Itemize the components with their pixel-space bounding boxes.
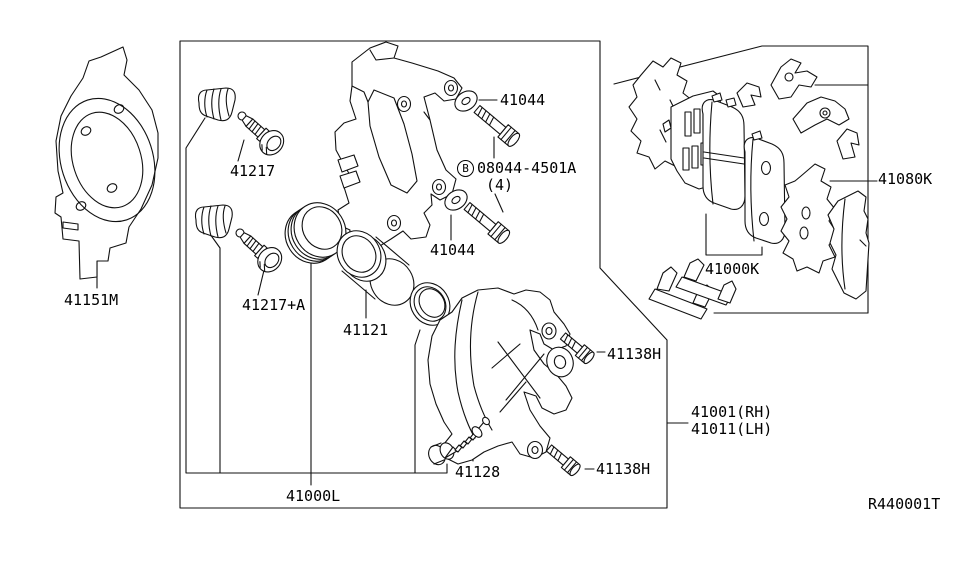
pad-retainer-clips-drawing (649, 259, 736, 319)
splash-shield-drawing (44, 47, 170, 279)
label-guide-pin-lower[interactable]: 41217+A (242, 296, 306, 314)
label-pin-bolt-upper[interactable]: 41138H (607, 345, 662, 363)
leader-seal-kit (186, 118, 447, 485)
pad-kit-box (614, 46, 877, 313)
label-pad-kit[interactable]: 41000K (705, 260, 760, 278)
mount-bolt-number: 08044-4501A (477, 159, 577, 178)
guide-pin-lower-drawing (194, 204, 288, 278)
piston-drawing (328, 223, 422, 314)
leader-pad-kit (706, 214, 762, 255)
pad-clip-hardware-drawing (737, 59, 859, 159)
label-caliper-lh[interactable]: 41011(LH) (691, 420, 773, 438)
circled-b-icon: B (457, 160, 474, 177)
label-caliper-rh[interactable]: 41001(RH) (691, 403, 773, 421)
diagram-ref-code: R440001T (868, 495, 941, 513)
label-pin-bolt-lower[interactable]: 41138H (596, 460, 651, 478)
mount-bolt-upper-drawing (471, 102, 523, 149)
label-guide-pin-upper[interactable]: 41217 (230, 162, 276, 180)
label-mount-bolt-qty: (4) (486, 176, 514, 194)
pin-bolt-lower-drawing (543, 442, 583, 478)
label-washer-lower[interactable]: 41044 (430, 241, 476, 259)
label-piston[interactable]: 41121 (343, 321, 389, 339)
label-splash-shield[interactable]: 41151M (64, 291, 119, 309)
main-group-box (180, 41, 667, 508)
caliper-body-drawing (428, 288, 577, 464)
torque-member-drawing (335, 42, 462, 253)
outer-shim-drawing (781, 164, 837, 273)
leader-bolt-spec (494, 137, 503, 212)
piston-seal-drawing (275, 193, 356, 273)
label-seal-kit[interactable]: 41000L (286, 487, 341, 505)
guide-pin-upper-drawing (197, 87, 290, 161)
label-hardware-kit[interactable]: 41080K (878, 170, 933, 188)
label-mount-bolt[interactable]: B 08044-4501A (457, 160, 576, 177)
inner-pad-drawing (702, 93, 745, 209)
mount-bolt-lower-drawing (461, 199, 513, 246)
label-bleeder-screw[interactable]: 41128 (455, 463, 501, 481)
bleeder-screw-drawing (445, 416, 491, 458)
outer-pad-drawing (744, 131, 785, 243)
leader-pin-upper (238, 140, 244, 161)
outer-plate-drawing (828, 191, 869, 299)
label-washer-upper[interactable]: 41044 (500, 91, 546, 109)
